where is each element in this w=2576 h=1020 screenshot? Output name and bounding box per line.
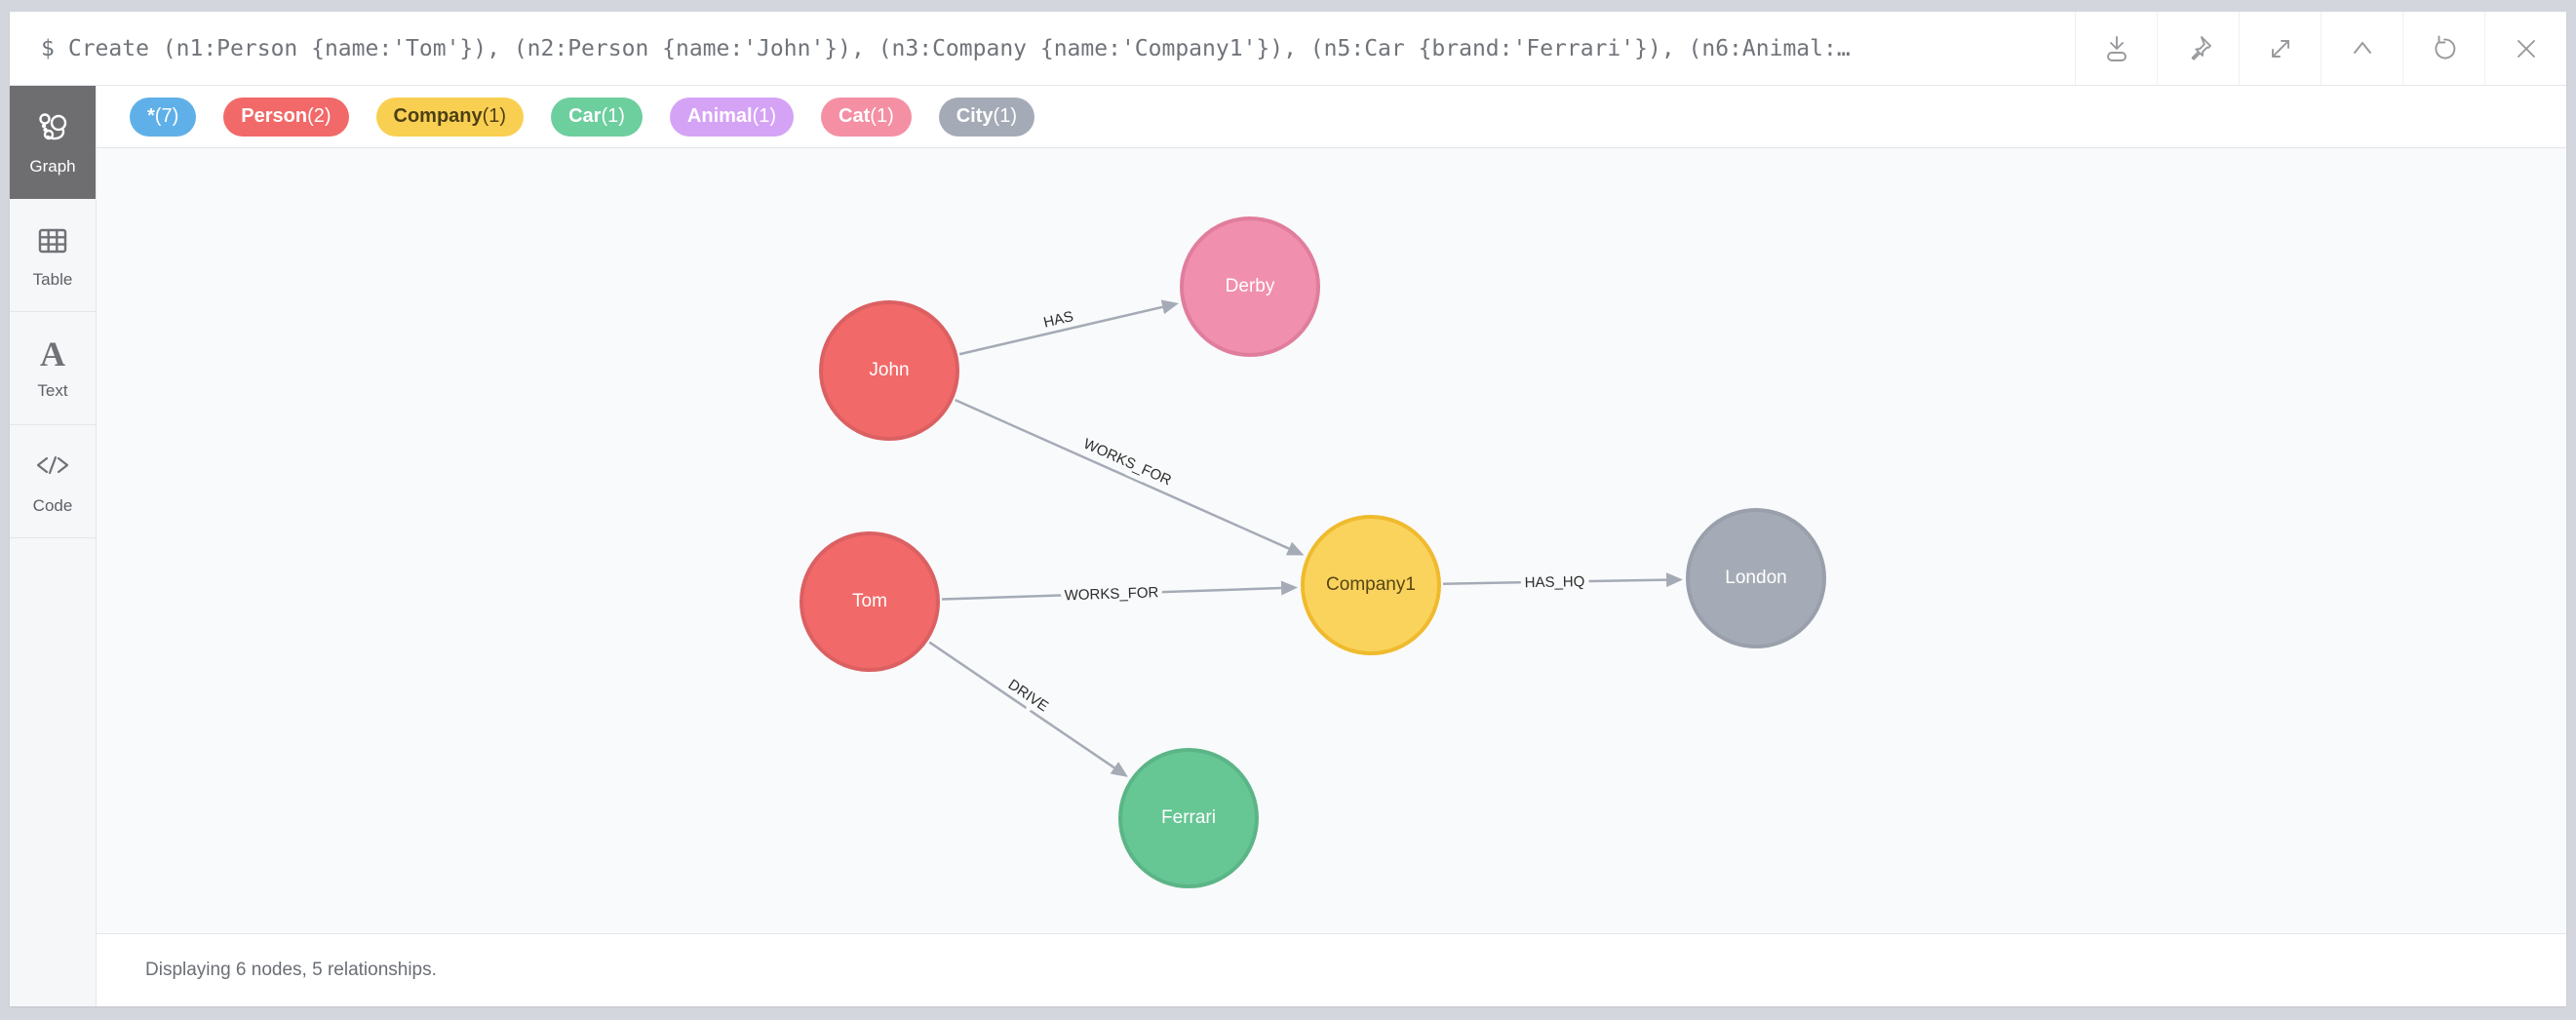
graph-node-ferrari[interactable]: Ferrari	[1118, 748, 1259, 888]
relationship-line[interactable]	[955, 398, 1290, 550]
status-text: Displaying 6 nodes, 5 relationships.	[145, 960, 437, 980]
close-icon	[2517, 39, 2535, 58]
legend-pill[interactable]: *(7)	[130, 97, 197, 137]
node-caption: Company1	[1326, 574, 1416, 595]
legend-pill[interactable]: Car(1)	[551, 97, 643, 137]
table-icon	[38, 228, 67, 253]
node-caption: Derby	[1225, 276, 1275, 296]
arrowhead-icon	[1665, 572, 1684, 588]
pill-label: Person	[241, 105, 308, 127]
pill-label: City	[956, 105, 994, 127]
prompt-symbol: $	[41, 35, 55, 61]
pill-count: (1)	[601, 105, 625, 127]
view-switcher-sidebar: Graph Table A Text	[10, 86, 97, 1006]
close-button[interactable]	[2484, 12, 2566, 85]
relationship-label[interactable]: WORKS_FOR	[1059, 579, 1163, 608]
legend-pill[interactable]: Animal(1)	[669, 97, 795, 137]
pill-label: Cat	[839, 105, 871, 127]
relationship-line[interactable]	[928, 641, 1115, 769]
tab-label: Graph	[29, 156, 76, 176]
rerun-button[interactable]	[2402, 12, 2484, 85]
pill-count: (1)	[752, 105, 777, 127]
pin-icon	[2191, 35, 2211, 60]
refresh-icon	[2434, 35, 2455, 59]
node-caption: Tom	[852, 591, 887, 611]
pin-button[interactable]	[2157, 12, 2239, 85]
collapse-icon	[2353, 41, 2371, 54]
fullscreen-icon	[2271, 39, 2289, 58]
arrowhead-icon	[1280, 580, 1299, 596]
legend-pill[interactable]: City(1)	[938, 97, 1034, 137]
legend-pill[interactable]: Company(1)	[375, 97, 525, 137]
relationship-line[interactable]	[941, 586, 1282, 601]
graph-node-john[interactable]: John	[819, 300, 959, 441]
status-bar: Displaying 6 nodes, 5 relationships.	[97, 933, 2566, 1006]
pill-label: Animal	[686, 105, 753, 127]
pill-count: (1)	[870, 105, 894, 127]
relationship-line[interactable]	[958, 305, 1163, 356]
graph-node-derby[interactable]: Derby	[1180, 216, 1320, 357]
arrowhead-icon	[1110, 762, 1128, 777]
cypher-query-text: Create (n1:Person {name:'Tom'}), (n2:Per…	[67, 35, 1851, 61]
code-icon	[36, 455, 69, 474]
text-icon: A	[40, 333, 65, 373]
tab-label: Code	[32, 495, 73, 515]
tab-table[interactable]: Table	[10, 199, 96, 312]
graph-icon	[39, 112, 67, 139]
pill-count: (2)	[307, 105, 332, 127]
pill-label: Company	[393, 105, 483, 127]
legend-pill[interactable]: Person(2)	[223, 97, 349, 137]
node-caption: London	[1725, 568, 1787, 588]
label-legend-row: *(7)Person(2)Company(1)Car(1)Animal(1)Ca…	[97, 86, 2566, 148]
cypher-query-input[interactable]: $ Create (n1:Person {name:'Tom'}), (n2:P…	[10, 12, 2075, 85]
download-button[interactable]	[2075, 12, 2157, 85]
result-frame-card: $ Create (n1:Person {name:'Tom'}), (n2:P…	[10, 12, 2566, 1006]
graph-node-company1[interactable]: Company1	[1301, 515, 1441, 655]
node-caption: John	[869, 360, 910, 380]
node-caption: Ferrari	[1161, 807, 1216, 828]
tab-code[interactable]: Code	[10, 425, 96, 538]
frame-toolbar	[2075, 12, 2566, 85]
arrowhead-icon	[1160, 299, 1179, 315]
relationship-line[interactable]	[1442, 578, 1667, 585]
query-editor-bar: $ Create (n1:Person {name:'Tom'}), (n2:P…	[10, 12, 2566, 86]
relationship-label[interactable]: HAS_HQ	[1520, 569, 1590, 596]
collapse-button[interactable]	[2321, 12, 2402, 85]
pill-label: *	[147, 105, 155, 127]
pill-count: (7)	[154, 105, 179, 127]
download-icon	[2106, 35, 2127, 61]
fullscreen-button[interactable]	[2239, 12, 2321, 85]
arrowhead-icon	[1285, 541, 1305, 556]
tab-label: Table	[32, 269, 73, 289]
tab-graph[interactable]: Graph	[10, 86, 96, 199]
legend-pill[interactable]: Cat(1)	[821, 97, 912, 137]
pill-count: (1)	[482, 105, 507, 127]
tab-label: Text	[37, 380, 68, 400]
graph-node-tom[interactable]: Tom	[800, 531, 940, 672]
pill-label: Car	[568, 105, 602, 127]
tab-text[interactable]: A Text	[10, 312, 96, 425]
pill-count: (1)	[993, 105, 1017, 127]
graph-node-london[interactable]: London	[1686, 508, 1826, 648]
